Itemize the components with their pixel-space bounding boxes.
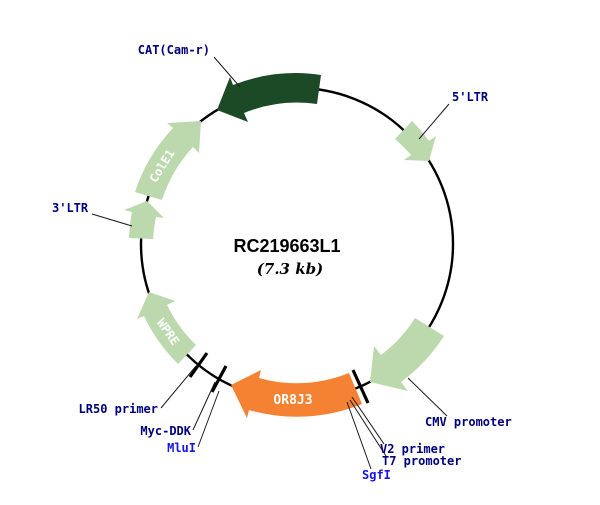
ltr5-callout-line (418, 103, 450, 140)
v2-callout-line (351, 396, 385, 445)
sgfi-callout-line (346, 401, 372, 470)
t7-label: T7 promoter (382, 454, 461, 468)
mlui-site-tick (210, 365, 228, 393)
plasmid-name: RC219663L1 (233, 236, 340, 256)
ltr5-arrow (395, 121, 436, 161)
lr50-site-tick (188, 352, 209, 378)
mlui-label: MluI (167, 441, 196, 455)
lr50-callout-line (160, 365, 197, 409)
mlui-callout-line (197, 390, 220, 448)
cole1-arrow (135, 121, 201, 200)
v2-label: V2 primer (380, 442, 445, 456)
cmv-callout-line (407, 377, 448, 417)
cat-callout-line (213, 56, 241, 88)
sgfi-label: SgfI (362, 468, 391, 482)
ltr3-arrow (124, 201, 164, 239)
cmv-promoter-arrow (370, 318, 444, 391)
t7-callout-line (349, 399, 387, 457)
cmv-label: CMV promoter (425, 415, 512, 429)
cat-gene-arrow (217, 73, 321, 122)
cat-label: CAT(Cam-r) (138, 43, 210, 57)
plasmid-size: (7.3 kb) (257, 260, 323, 278)
sgfi-site-tick (351, 369, 370, 404)
ltr3-callout-line (91, 213, 133, 227)
ltr5-label: 5'LTR (452, 90, 489, 104)
ltr3-label: 3'LTR (52, 201, 89, 215)
orf-label: OR8J3 (273, 393, 312, 408)
orf-arrow (231, 370, 362, 418)
mycddk-callout-line (192, 381, 216, 431)
lr50-label: LR50 primer (79, 402, 158, 416)
wpre-arrow (137, 292, 196, 364)
mycddk-label: Myc-DDK (140, 424, 191, 438)
